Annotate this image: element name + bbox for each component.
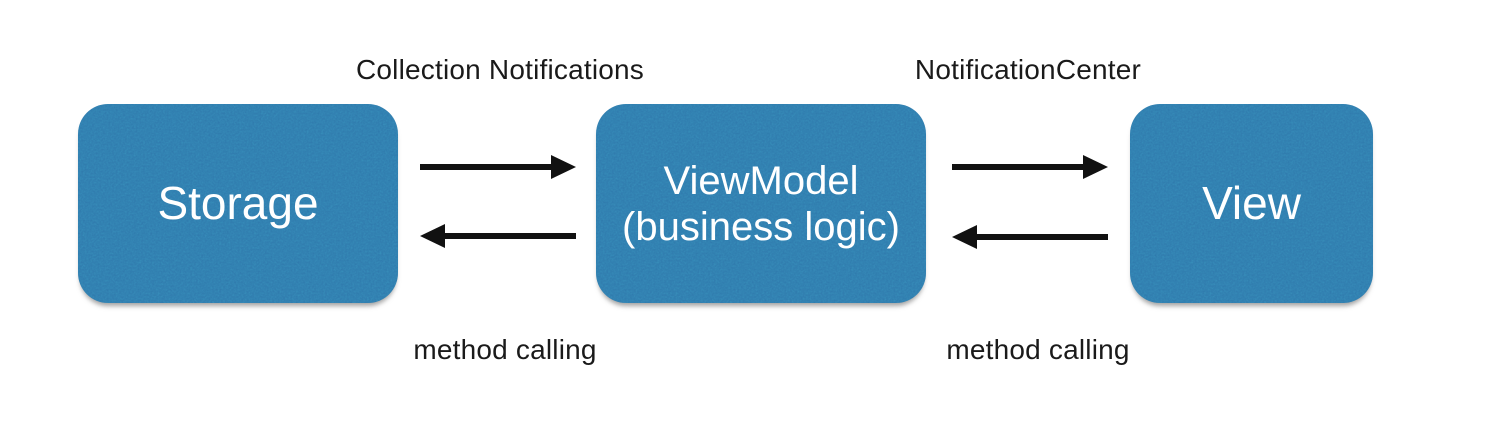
arrow-viewmodel-to-storage-icon [420,224,576,248]
edge-label-method-calling-left: method calling [413,334,597,365]
node-storage: Storage [78,104,398,303]
edge-label-collection-notifications: Collection Notifications [355,54,645,85]
node-viewmodel-label-line2: (business logic) [622,204,900,249]
node-view-label: View [1202,177,1301,230]
arrow-viewmodel-to-view-icon [952,155,1108,179]
arrow-storage-to-viewmodel-icon [420,155,576,179]
edge-label-method-calling-right: method calling [946,334,1130,365]
node-storage-label: Storage [157,177,319,230]
edge-label-notification-center: NotificationCenter [914,54,1142,85]
arrow-view-to-viewmodel-icon [952,225,1108,249]
node-viewmodel-label: ViewModel (business logic) [622,158,900,250]
node-view: View [1130,104,1373,303]
node-viewmodel: ViewModel (business logic) [596,104,926,303]
node-viewmodel-label-line1: ViewModel [663,158,859,203]
